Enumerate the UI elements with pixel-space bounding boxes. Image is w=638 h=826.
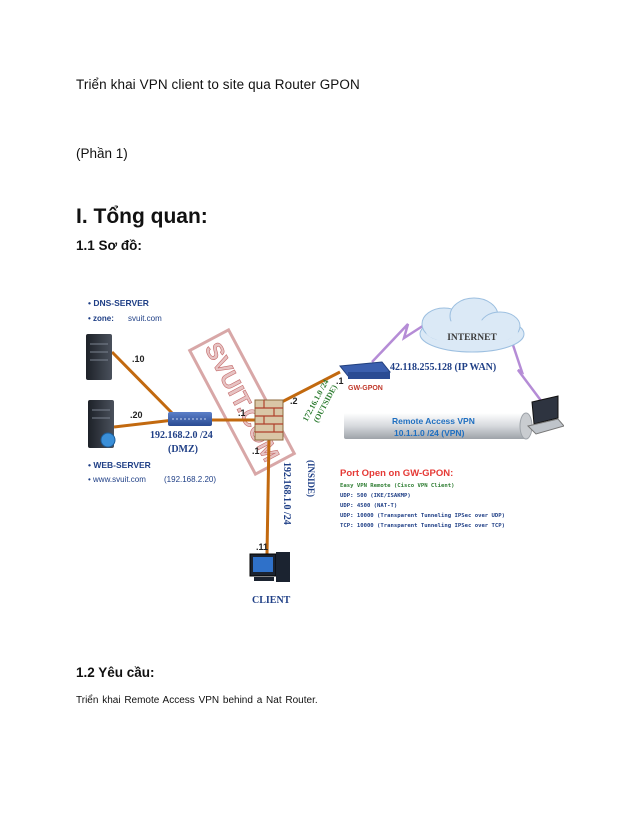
firewall-dmz-ip: .1 <box>238 408 246 418</box>
ports-list: Port Open on GW-GPON: Easy VPN Remote (C… <box>340 468 505 529</box>
firewall-outside-ip: .2 <box>290 396 298 406</box>
port-item: TCP: 10000 (Transparent Tunneling IPSec … <box>340 523 505 529</box>
dns-server-icon <box>86 334 112 380</box>
client-pc-icon <box>249 552 290 582</box>
dns-zone-label: • zone: <box>88 314 114 323</box>
network-cables <box>110 350 341 555</box>
web-host-ip: .20 <box>130 410 143 420</box>
client-ip: .11 <box>256 542 268 552</box>
wan-ip-label: 42.118.255.128 (IP WAN) <box>390 362 496 373</box>
inside-network: 192.168.1.0 /24 <box>281 462 292 525</box>
vpn-tunnel: Remote Access VPN 10.1.1.0 /24 (VPN) <box>344 412 533 440</box>
laptop-icon <box>527 395 564 435</box>
requirement-text: Triển khai Remote Access VPN behind a Na… <box>76 695 318 706</box>
dmz-switch-icon <box>168 412 212 426</box>
internet-label: INTERNET <box>447 333 497 343</box>
network-diagram: SVUIT.COM Remote Access VPN 10.1.1.0 /24… <box>72 272 564 634</box>
document-part: (Phần 1) <box>76 146 128 161</box>
port-item: UDP: 500 (IKE/ISAKMP) <box>340 493 411 499</box>
firewall-icon <box>254 399 284 441</box>
web-server-url: • www.svuit.com <box>88 475 146 484</box>
port-item: UDP: 4500 (NAT-T) <box>340 503 397 509</box>
port-item: UDP: 10000 (Transparent Tunneling IPSec … <box>340 513 505 519</box>
document-title: Triển khai VPN client to site qua Router… <box>76 77 360 92</box>
dns-host-ip: .10 <box>132 354 145 364</box>
firewall-inside-ip: .1 <box>252 446 260 456</box>
gw-gpon-label: GW-GPON <box>348 385 383 392</box>
wan-link-laptop <box>510 341 543 403</box>
vpn-title: Remote Access VPN <box>392 416 475 426</box>
inside-label: (INSIDE) <box>306 460 316 497</box>
heading-requirements: 1.2 Yêu cầu: <box>76 665 155 680</box>
wan-link-internet <box>371 318 433 363</box>
dmz-network: 192.168.2.0 /24 <box>150 430 213 441</box>
dns-server-label: • DNS-SERVER <box>88 298 149 308</box>
web-server-ip: (192.168.2.20) <box>164 475 216 484</box>
client-label: CLIENT <box>252 595 291 606</box>
ports-title: Port Open on GW-GPON: <box>340 468 453 479</box>
vpn-net: 10.1.1.0 /24 (VPN) <box>394 428 465 438</box>
dmz-label: (DMZ) <box>168 444 198 455</box>
heading-overview: I. Tổng quan: <box>76 205 208 228</box>
dns-zone-value: svuit.com <box>128 314 162 323</box>
gw-gpon-router-icon <box>339 361 391 379</box>
gateway-ip: .1 <box>336 376 344 386</box>
internet-cloud-icon: INTERNET <box>419 297 525 353</box>
web-server-label: • WEB-SERVER <box>88 460 151 470</box>
network-diagram-svg: SVUIT.COM Remote Access VPN 10.1.1.0 /24… <box>86 297 564 606</box>
web-server-icon <box>88 400 116 448</box>
port-item: Easy VPN Remote (Cisco VPN Client) <box>340 483 455 489</box>
heading-diagram: 1.1 Sơ đồ: <box>76 238 142 253</box>
